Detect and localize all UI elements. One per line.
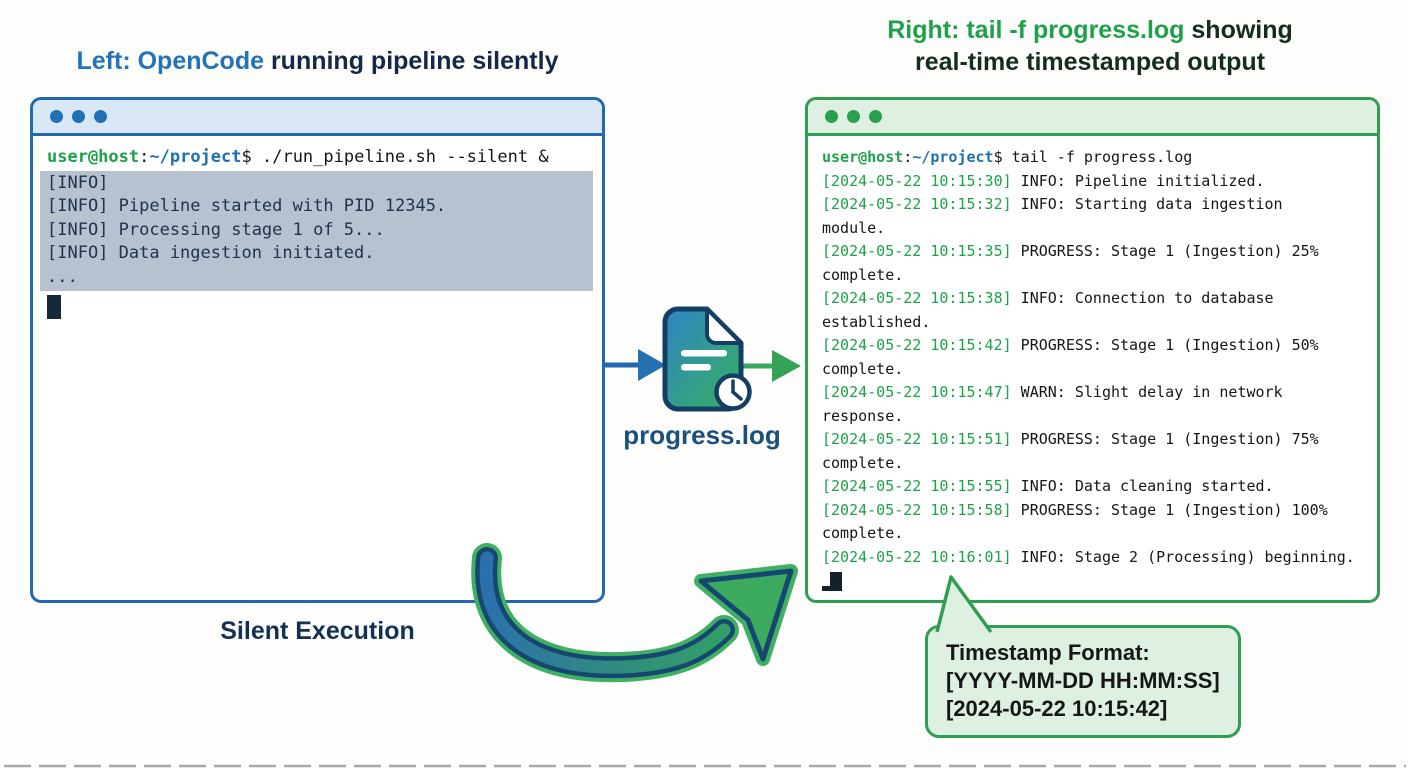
- log-line: [2024-05-22 10:15:47] WARN: Slight delay…: [822, 381, 1363, 405]
- terminal-window-right: user@host:~/project$ tail -f progress.lo…: [805, 97, 1380, 603]
- log-message: established.: [822, 312, 931, 331]
- log-line: [2024-05-22 10:15:51] PROGRESS: Stage 1 …: [822, 428, 1363, 452]
- right-title-line1: Right: tail -f progress.log showing: [782, 14, 1398, 46]
- terminal-body-left: user@host:~/project$ ./run_pipeline.sh -…: [33, 136, 602, 319]
- right-panel-title: Right: tail -f progress.log showing real…: [782, 14, 1398, 78]
- log-line: [2024-05-22 10:15:35] PROGRESS: Stage 1 …: [822, 240, 1363, 264]
- left-prompt-line: user@host:~/project$ ./run_pipeline.sh -…: [47, 146, 588, 170]
- output-line: [INFO] Processing stage 1 of 5...: [47, 219, 385, 240]
- output-line: ...: [47, 266, 78, 287]
- log-message: WARN: Slight delay in network: [1011, 383, 1283, 401]
- right-title-prefix: Right:: [887, 16, 967, 44]
- log-message: INFO: Pipeline initialized.: [1011, 171, 1265, 190]
- log-timestamp: [2024-05-22 10:15:55]: [822, 477, 1012, 495]
- log-timestamp: [2024-05-22 10:15:35]: [822, 242, 1012, 260]
- log-timestamp: [2024-05-22 10:15:58]: [822, 500, 1012, 519]
- log-message: PROGRESS: Stage 1 (Ingestion) 50%: [1011, 336, 1319, 354]
- log-line: module.: [822, 217, 1363, 241]
- right-prompt-line: user@host:~/project$ tail -f progress.lo…: [822, 146, 1363, 170]
- window-dot: [72, 110, 85, 123]
- log-message: response.: [822, 406, 904, 425]
- right-title-suffix: showing: [1184, 16, 1293, 44]
- log-line: [2024-05-22 10:16:01] INFO: Stage 2 (Pro…: [822, 546, 1363, 570]
- silent-execution-caption: Silent Execution: [220, 617, 415, 645]
- left-title-highlight: Left: OpenCode: [76, 47, 265, 75]
- window-dot: [847, 110, 860, 123]
- callout-line: [2024-05-22 10:15:42]: [946, 696, 1168, 721]
- log-line: complete.: [822, 522, 1363, 546]
- left-panel-title: Left: OpenCode running pipeline silently: [30, 47, 605, 76]
- prompt-dollar: $: [241, 147, 252, 167]
- log-line: complete.: [822, 358, 1363, 382]
- prompt-colon: :: [903, 148, 913, 166]
- log-timestamp: [2024-05-22 10:16:01]: [822, 547, 1012, 566]
- log-line: [2024-05-22 10:15:58] PROGRESS: Stage 1 …: [822, 499, 1363, 523]
- prompt-user: user@host: [47, 147, 140, 167]
- window-dot: [94, 110, 107, 123]
- log-timestamp: [2024-05-22 10:15:51]: [822, 430, 1012, 448]
- log-message: PROGRESS: Stage 1 (Ingestion) 100%: [1011, 500, 1328, 519]
- terminal-cursor: [822, 572, 842, 591]
- terminal-titlebar-left: [33, 100, 602, 136]
- prompt-dollar: $: [993, 148, 1003, 166]
- blue-arrow-icon: [605, 349, 666, 381]
- log-message: PROGRESS: Stage 1 (Ingestion) 25%: [1011, 242, 1319, 260]
- prompt-path: ~/project: [149, 147, 242, 167]
- log-output: [2024-05-22 10:15:30] INFO: Pipeline ini…: [822, 170, 1363, 570]
- log-line: [2024-05-22 10:15:30] INFO: Pipeline ini…: [822, 170, 1363, 194]
- log-timestamp: [2024-05-22 10:15:42]: [822, 336, 1012, 354]
- callout-line: Timestamp Format:: [946, 640, 1150, 665]
- log-line: established.: [822, 311, 1363, 335]
- log-message: module.: [822, 218, 886, 237]
- clock-icon: [714, 373, 752, 411]
- callout-line: [YYYY-MM-DD HH:MM:SS]: [946, 668, 1220, 693]
- timestamp-format-callout: Timestamp Format: [YYYY-MM-DD HH:MM:SS] [2…: [925, 625, 1241, 738]
- terminal-cursor: [47, 295, 61, 319]
- log-message: complete.: [822, 265, 904, 284]
- log-message: complete.: [822, 359, 904, 378]
- log-file-icon: [662, 306, 744, 412]
- file-label: progress.log: [623, 420, 781, 450]
- log-timestamp: [2024-05-22 10:15:30]: [822, 171, 1012, 190]
- output-line: [INFO] Data ingestion initiated.: [47, 243, 375, 263]
- window-dot: [50, 110, 63, 123]
- log-message: INFO: Connection to database: [1011, 289, 1274, 307]
- log-message: INFO: Stage 2 (Processing) beginning.: [1011, 547, 1355, 566]
- log-line: complete.: [822, 452, 1363, 476]
- log-line: complete.: [822, 264, 1363, 288]
- log-timestamp: [2024-05-22 10:15:47]: [822, 383, 1012, 401]
- log-timestamp: [2024-05-22 10:15:38]: [822, 289, 1012, 307]
- log-message: INFO: Starting data ingestion: [1011, 195, 1283, 213]
- prompt-command: ./run_pipeline.sh --silent &: [251, 147, 549, 167]
- right-title-command: tail -f progress.log: [966, 16, 1185, 44]
- log-line: [2024-05-22 10:15:42] PROGRESS: Stage 1 …: [822, 334, 1363, 358]
- log-line: response.: [822, 405, 1363, 429]
- log-timestamp: [2024-05-22 10:15:32]: [822, 195, 1012, 213]
- prompt-path: ~/project: [912, 148, 994, 166]
- log-message: complete.: [822, 524, 904, 542]
- left-title-rest: running pipeline silently: [264, 47, 559, 75]
- log-line: [2024-05-22 10:15:55] INFO: Data cleanin…: [822, 475, 1363, 499]
- log-message: complete.: [822, 453, 904, 472]
- log-line: [2024-05-22 10:15:38] INFO: Connection t…: [822, 287, 1363, 311]
- terminal-window-left: user@host:~/project$ ./run_pipeline.sh -…: [30, 97, 605, 603]
- terminal-body-right: user@host:~/project$ tail -f progress.lo…: [808, 136, 1377, 591]
- prompt-command: tail -f progress.log: [1002, 148, 1193, 166]
- window-dot: [825, 110, 838, 123]
- terminal-titlebar-right: [808, 100, 1377, 136]
- window-dot: [869, 110, 882, 123]
- output-line: [INFO]: [47, 172, 109, 193]
- log-line: [2024-05-22 10:15:32] INFO: Starting dat…: [822, 193, 1363, 217]
- highlighted-output-block: [INFO] [INFO] Pipeline started with PID 1…: [40, 170, 593, 291]
- prompt-colon: :: [139, 147, 150, 167]
- right-title-line2: real-time timestamped output: [914, 48, 1266, 76]
- green-arrow-icon: [743, 350, 801, 382]
- log-message: INFO: Data cleaning started.: [1011, 477, 1274, 495]
- prompt-user: user@host: [822, 148, 904, 166]
- output-line: [INFO] Pipeline started with PID 12345.: [47, 196, 447, 216]
- log-message: PROGRESS: Stage 1 (Ingestion) 75%: [1011, 430, 1319, 448]
